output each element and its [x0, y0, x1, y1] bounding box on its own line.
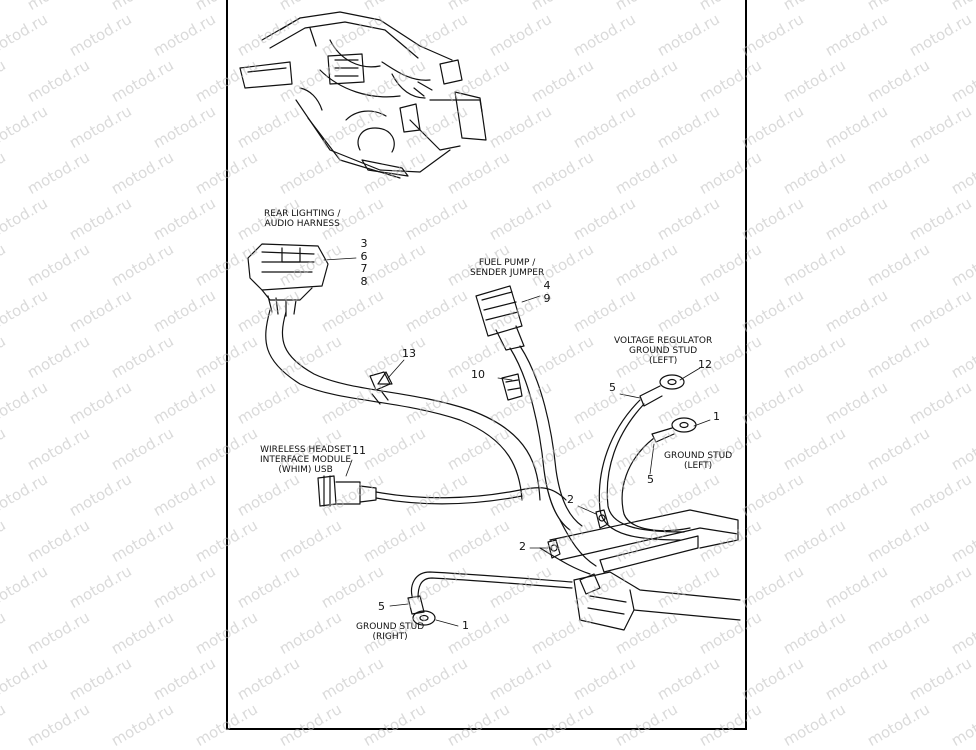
callout-13: 13 [402, 347, 416, 360]
motorcycle-frame-illustration [239, 11, 487, 179]
callout-11: 11 [352, 444, 366, 457]
wiring-diagram [239, 11, 741, 631]
leader-lines [323, 257, 711, 627]
rear-lighting-harness [247, 243, 541, 501]
whim-usb-lead [317, 475, 567, 507]
label-rear-lighting: REAR LIGHTING / AUDIO HARNESS [264, 209, 341, 229]
label-ground-stud-left: GROUND STUD (LEFT) [664, 451, 733, 471]
callout-2-lower: 2 [519, 540, 526, 553]
callout-5-bottom: 5 [378, 600, 385, 613]
frame-rail [539, 509, 741, 631]
callout-number: 6 [360, 249, 368, 263]
callout-numbers-fuel-pump: 4 9 [540, 279, 554, 305]
fuel-pump-jumper [475, 285, 583, 531]
label-whim-usb: WIRELESS HEADSET INTERFACE MODULE (WHIM)… [260, 445, 352, 475]
callout-number: 3 [360, 237, 368, 250]
callout-numbers-rear-lighting: 3 6 7 8 [357, 237, 371, 288]
label-fuel-pump: FUEL PUMP / SENDER JUMPER [470, 258, 545, 278]
callout-5-left: 5 [647, 473, 654, 486]
callout-1-upper: 1 [713, 410, 720, 423]
callout-1-bottom: 1 [462, 619, 469, 632]
callout-number: 9 [543, 291, 551, 305]
callout-10: 10 [471, 368, 485, 381]
ground-leads-left [598, 374, 697, 541]
callout-number: 4 [543, 279, 551, 292]
diagram-frame [226, 0, 747, 730]
callout-5-upper: 5 [609, 381, 616, 394]
callout-2-upper: 2 [567, 493, 574, 506]
callout-number: 8 [360, 274, 368, 288]
callout-number: 7 [360, 262, 368, 275]
callout-12: 12 [698, 358, 712, 371]
label-voltage-regulator: VOLTAGE REGULATOR GROUND STUD (LEFT) [614, 336, 713, 366]
small-connectors [369, 371, 523, 401]
label-ground-stud-right: GROUND STUD (RIGHT) [356, 622, 425, 642]
harness-clips [547, 509, 609, 559]
ground-lead-right [407, 571, 573, 626]
